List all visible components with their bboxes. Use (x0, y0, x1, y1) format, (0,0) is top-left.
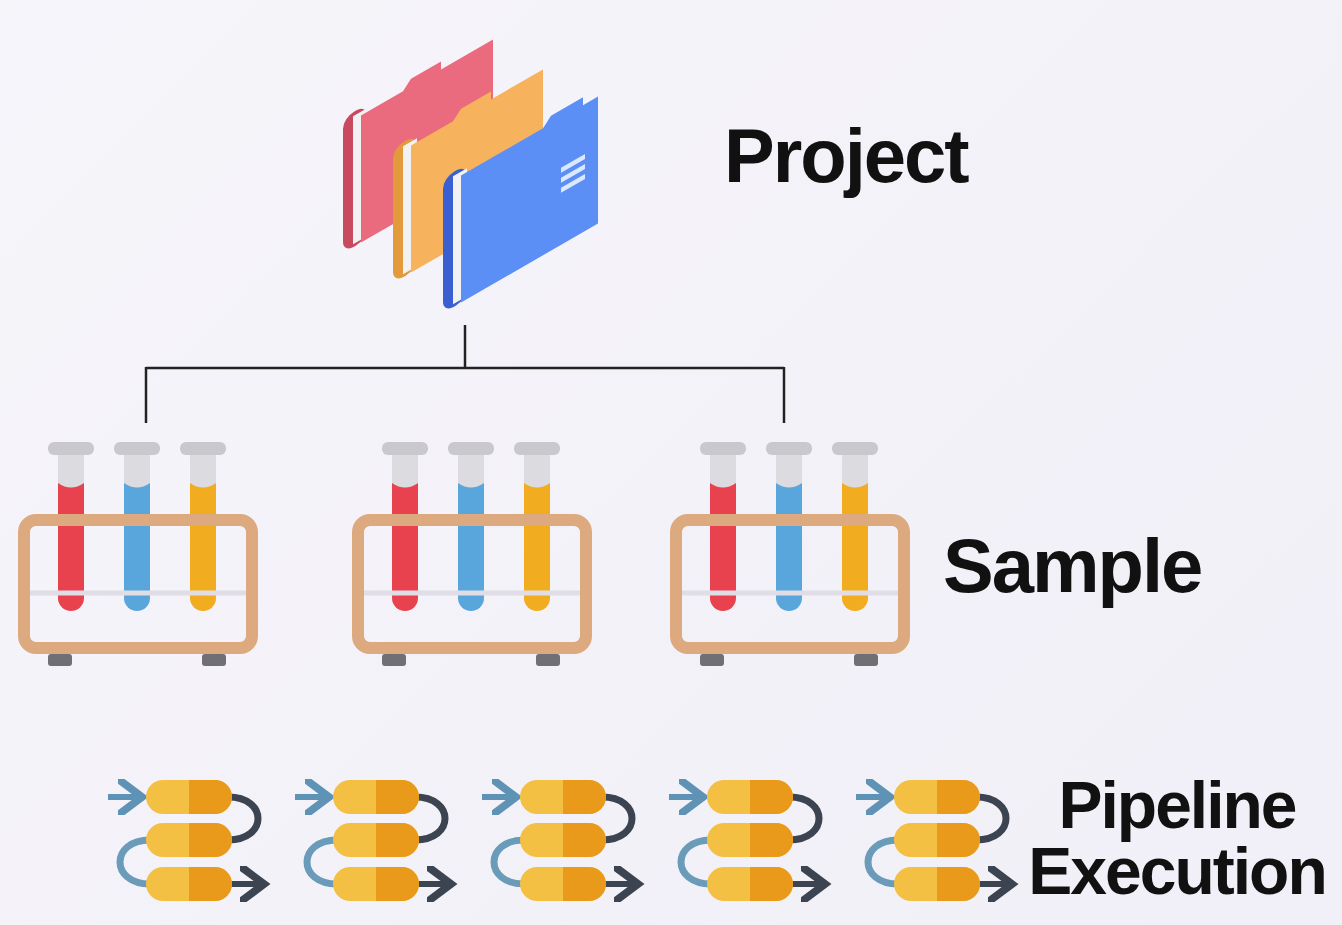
pipeline-icons (108, 780, 1006, 901)
project-label: Project (724, 118, 968, 194)
project-folders (343, 31, 598, 313)
sample-racks (24, 442, 904, 666)
tree-lines (146, 325, 784, 423)
sample-label: Sample (943, 528, 1201, 604)
pipeline-label: Pipeline Execution (1018, 772, 1336, 904)
